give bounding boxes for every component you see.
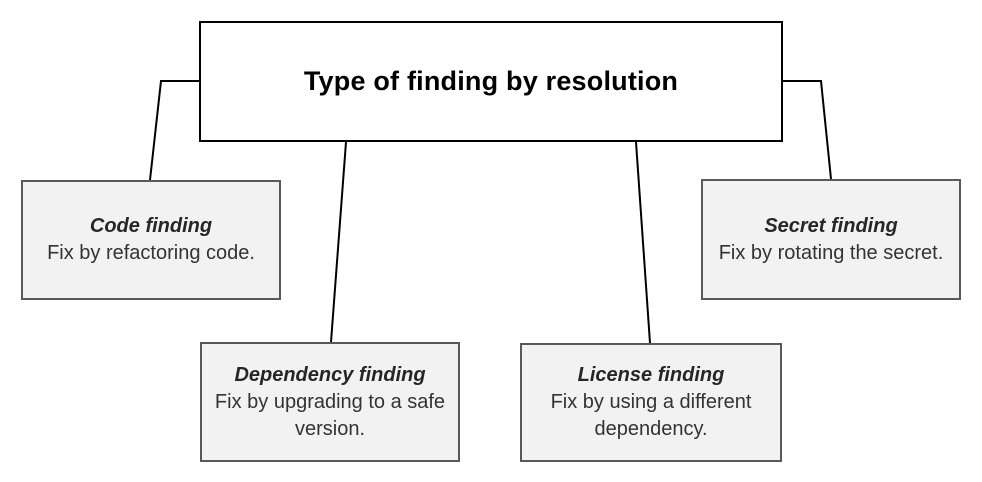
node-secret-finding-description: Fix by rotating the secret. [718, 241, 944, 264]
root-node-title: Type of finding by resolution [303, 66, 679, 96]
node-license-finding-description: Fix by using a different dependency. [550, 391, 752, 440]
node-dependency-finding-description: Fix by upgrading to a safe version. [214, 390, 446, 440]
node-license-finding-title: License finding [577, 364, 725, 386]
node-secret-finding: Secret finding Fix by rotating the secre… [701, 179, 961, 300]
node-secret-finding-title: Secret finding [764, 214, 898, 237]
node-dependency-finding-title: Dependency finding [234, 363, 426, 386]
connector-root-to-secret [783, 80, 832, 180]
connector-root-to-license [635, 141, 651, 344]
node-license-finding: License finding Fix by using a different… [520, 343, 782, 462]
connector-root-to-code [149, 80, 199, 181]
node-code-finding-description: Fix by refactoring code. [47, 242, 255, 264]
connector-root-to-dependency [330, 141, 347, 343]
root-node: Type of finding by resolution [199, 21, 783, 142]
node-code-finding-title: Code finding [89, 215, 213, 237]
node-code-finding: Code finding Fix by refactoring code. [21, 180, 281, 300]
node-dependency-finding: Dependency finding Fix by upgrading to a… [200, 342, 460, 462]
